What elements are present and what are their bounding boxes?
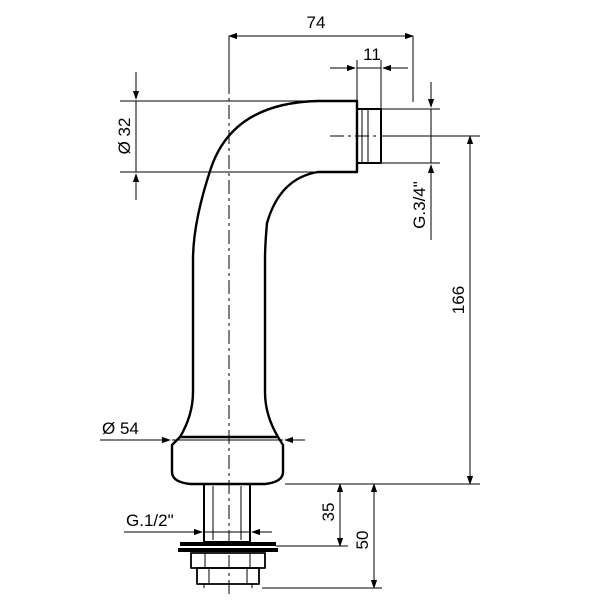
dim-35-label: 35 <box>319 503 338 522</box>
dim-outlet-diameter: Ø 32 <box>115 72 330 200</box>
dim-shank-length: 35 <box>276 483 348 547</box>
dim-166-label: 166 <box>449 286 468 314</box>
dim-11-label: 11 <box>363 45 381 64</box>
dim-height: 166 <box>285 135 480 485</box>
dim-74-label: 74 <box>307 13 326 32</box>
dim-base-diameter: Ø 54 <box>100 419 305 444</box>
dim-g12-label: G.1/2" <box>126 511 174 530</box>
fixing-nut <box>178 542 278 588</box>
dim-outlet-length: 74 <box>228 13 414 102</box>
spout-body <box>178 99 359 439</box>
base-collar <box>170 435 285 486</box>
dim-outlet-thread-length: 11 <box>330 45 408 108</box>
dim-50-label: 50 <box>353 531 372 550</box>
dim-g34-label: G.3/4" <box>410 181 429 229</box>
dim-total-below-base: 50 <box>262 483 382 589</box>
dim-d32-label: Ø 32 <box>115 118 134 155</box>
dim-d54-label: Ø 54 <box>102 419 139 438</box>
dim-outlet-thread: G.3/4" <box>381 82 440 240</box>
dim-inlet-thread: G.1/2" <box>124 511 272 536</box>
inlet-shank <box>203 483 251 543</box>
